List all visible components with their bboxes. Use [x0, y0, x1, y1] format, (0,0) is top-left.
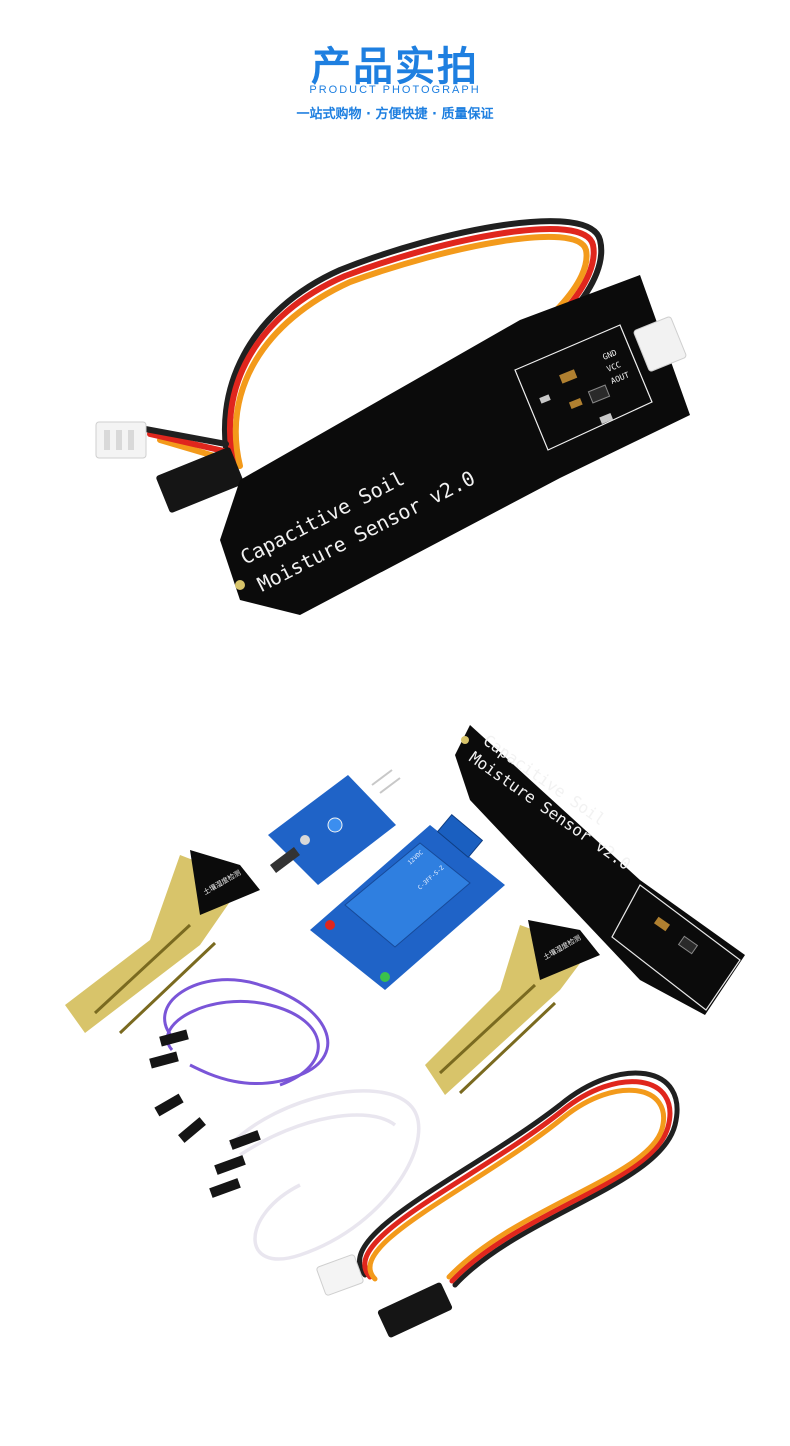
- jumper-wires-white: [228, 1089, 421, 1261]
- product-photo-2: Capacitive Soil Moisture Sensor v2.0 12V…: [0, 715, 790, 1375]
- jumper-wires-purple: [163, 978, 330, 1087]
- dupont-connector: [156, 447, 244, 513]
- tagline: 一站式购物 · 方便快捷 · 质量保证: [296, 107, 494, 122]
- dupont-white-2: [214, 1155, 246, 1175]
- resistive-probe-right: 土壤湿度检测: [425, 920, 600, 1095]
- relay-module: 12VDC C-3FF-S-Z: [310, 814, 505, 990]
- dupont-purple-3: [154, 1093, 184, 1117]
- comparator-module: [268, 769, 401, 885]
- dupont-white-3: [209, 1178, 241, 1198]
- sensor-cable-2: [357, 1070, 680, 1288]
- sensor-board: Capacitive Soil Moisture Sensor v2.0 GND…: [220, 275, 690, 615]
- dupont-purple-1: [159, 1029, 189, 1047]
- page-subtitle: PRODUCT PHOTOGRAPH: [309, 84, 481, 96]
- jst-connector-2: [316, 1254, 364, 1296]
- page-header: 产品实拍 PRODUCT PHOTOGRAPH 一站式购物 · 方便快捷 · 质…: [0, 0, 790, 130]
- capacitive-sensor-board: Capacitive Soil Moisture Sensor v2.0: [455, 725, 745, 1015]
- dupont-purple-2: [149, 1051, 179, 1069]
- product-photo-1: Capacitive Soil Moisture Sensor v2.0 GND…: [0, 160, 790, 680]
- dupont-connector-2: [377, 1282, 453, 1338]
- dupont-purple-4: [178, 1117, 206, 1143]
- resistive-probe-left: 土壤湿度检测: [65, 850, 260, 1035]
- dupont-white-1: [229, 1130, 261, 1150]
- page-title: 产品实拍: [311, 44, 479, 90]
